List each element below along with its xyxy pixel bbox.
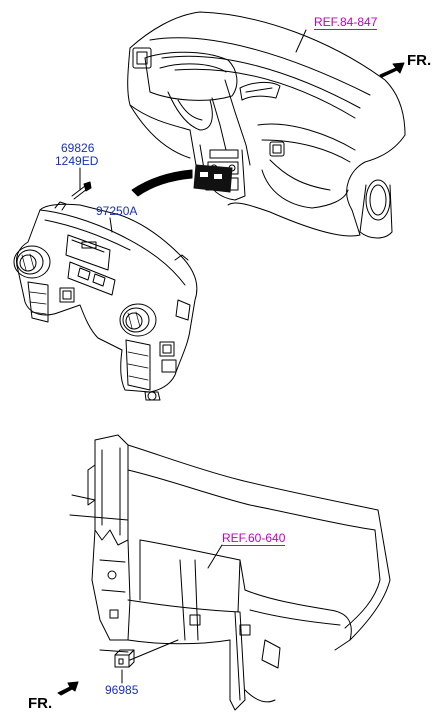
- ref-dash-label[interactable]: REF.84-847: [314, 15, 378, 30]
- arrow-icon: [379, 62, 405, 78]
- unit-leader: [109, 217, 113, 233]
- part-number-label[interactable]: 96985: [105, 683, 139, 697]
- connector-part: [114, 649, 135, 668]
- center-fascia-frame: [69, 434, 391, 711]
- climate-control-unit: [13, 201, 198, 401]
- front-direction-label: FR.: [28, 695, 53, 712]
- screw-part: [71, 181, 92, 200]
- connector-leader: [129, 639, 179, 661]
- part-number-label[interactable]: 97250A: [96, 204, 138, 218]
- ref-dash-leader: [295, 29, 307, 53]
- part-number-label[interactable]: 69826: [61, 141, 95, 155]
- part-number-label[interactable]: 1249ED: [55, 154, 99, 168]
- arrow-icon: [57, 681, 79, 696]
- ref-frame-label[interactable]: REF.60-640: [222, 531, 286, 546]
- assembly-arrow: [131, 169, 193, 197]
- front-direction-label: FR.: [407, 52, 432, 69]
- dashboard-panel: [127, 11, 406, 239]
- ref-frame-leader: [207, 544, 223, 569]
